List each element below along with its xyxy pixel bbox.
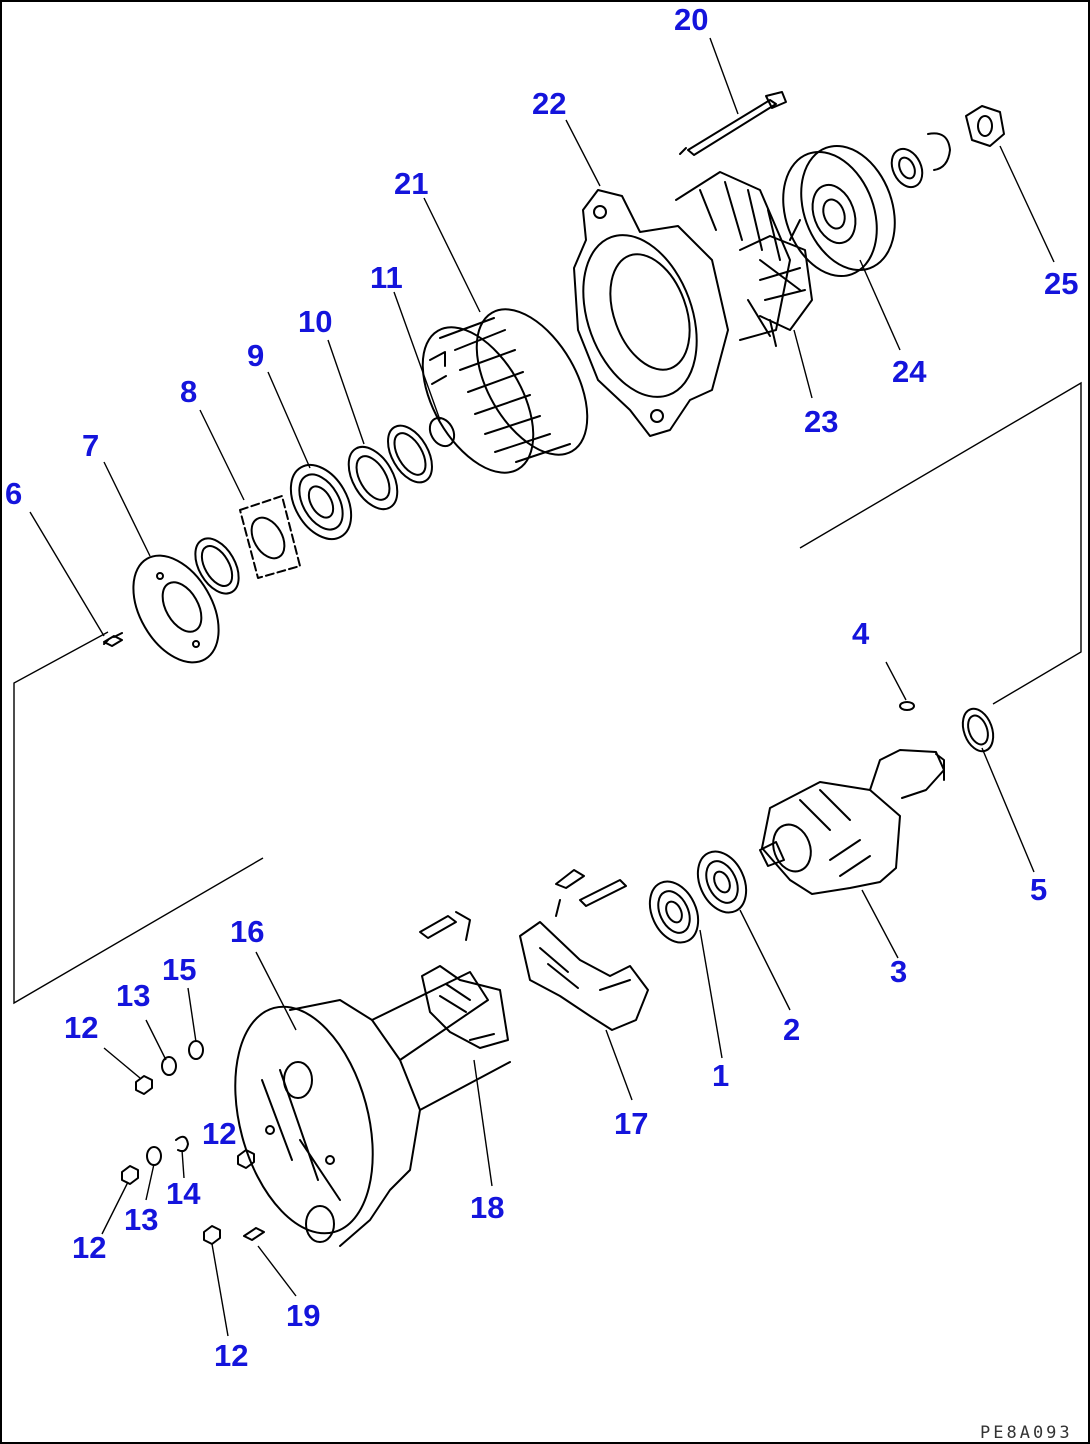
callout-15: 15 (162, 952, 196, 987)
callout-19: 19 (286, 1298, 320, 1333)
callout-4: 4 (852, 616, 870, 651)
fan-part-23 (739, 219, 813, 347)
callout-5: 5 (1030, 872, 1047, 907)
callout-11: 11 (370, 260, 403, 295)
ring-part-11 (428, 416, 456, 448)
callout-3: 3 (890, 954, 907, 989)
washer-part-24b (890, 147, 924, 189)
seal-ring-part-7b (194, 537, 240, 595)
callout-6: 6 (5, 476, 22, 511)
callout-13-b: 13 (124, 1202, 158, 1237)
bearing-part-5 (961, 707, 995, 753)
callout-25: 25 (1044, 266, 1078, 301)
callout-labels: 1 2 3 4 5 6 7 8 9 10 11 12 12 12 12 13 1… (5, 2, 1078, 1373)
screw-part-6 (103, 632, 123, 647)
callout-12-d: 12 (214, 1338, 248, 1373)
callout-24: 24 (892, 354, 927, 389)
callout-13-a: 13 (116, 978, 150, 1013)
stator-part-21 (421, 308, 589, 474)
callout-8: 8 (180, 374, 197, 409)
key-part-4 (899, 701, 915, 711)
rectifier-part-17 (519, 869, 649, 1031)
callout-21: 21 (394, 166, 428, 201)
callout-12-c: 12 (72, 1230, 106, 1265)
bearing-part-2 (696, 850, 748, 914)
assembly-axis-lines (13, 381, 1082, 1005)
callout-16: 16 (230, 914, 264, 949)
callout-10: 10 (298, 304, 332, 339)
callout-1: 1 (712, 1058, 729, 1093)
drawing-code: PE8A093 (980, 1423, 1073, 1443)
callout-14: 14 (166, 1176, 201, 1211)
pulley-part-24 (782, 145, 896, 277)
bearing-part-9 (289, 464, 353, 540)
lock-washer-part-24c (927, 132, 951, 171)
bearing-retainer-part-7 (132, 554, 220, 664)
drive-end-housing-part-22 (573, 171, 801, 437)
bearing-part-1 (648, 880, 700, 944)
plate-part-8 (239, 495, 301, 579)
callout-20: 20 (674, 2, 708, 37)
callout-12-b: 12 (202, 1116, 236, 1151)
nut-part-25 (965, 105, 1005, 147)
callout-12-a: 12 (64, 1010, 98, 1045)
rotor-part-3 (759, 749, 945, 895)
through-bolt-part-20 (679, 91, 787, 156)
callout-22: 22 (532, 86, 566, 121)
regulator-part-18 (421, 965, 509, 1049)
callout-9: 9 (247, 338, 264, 373)
callout-leaders (29, 37, 1055, 1337)
callout-7: 7 (82, 428, 99, 463)
callout-23: 23 (804, 404, 838, 439)
callout-17: 17 (614, 1106, 648, 1141)
ring-part-10b (387, 424, 433, 484)
callout-2: 2 (783, 1012, 800, 1047)
screw-part-16b (419, 911, 471, 941)
callout-18: 18 (470, 1190, 504, 1225)
rear-housing-part-16 (234, 971, 511, 1247)
washer-part-10 (347, 445, 399, 511)
